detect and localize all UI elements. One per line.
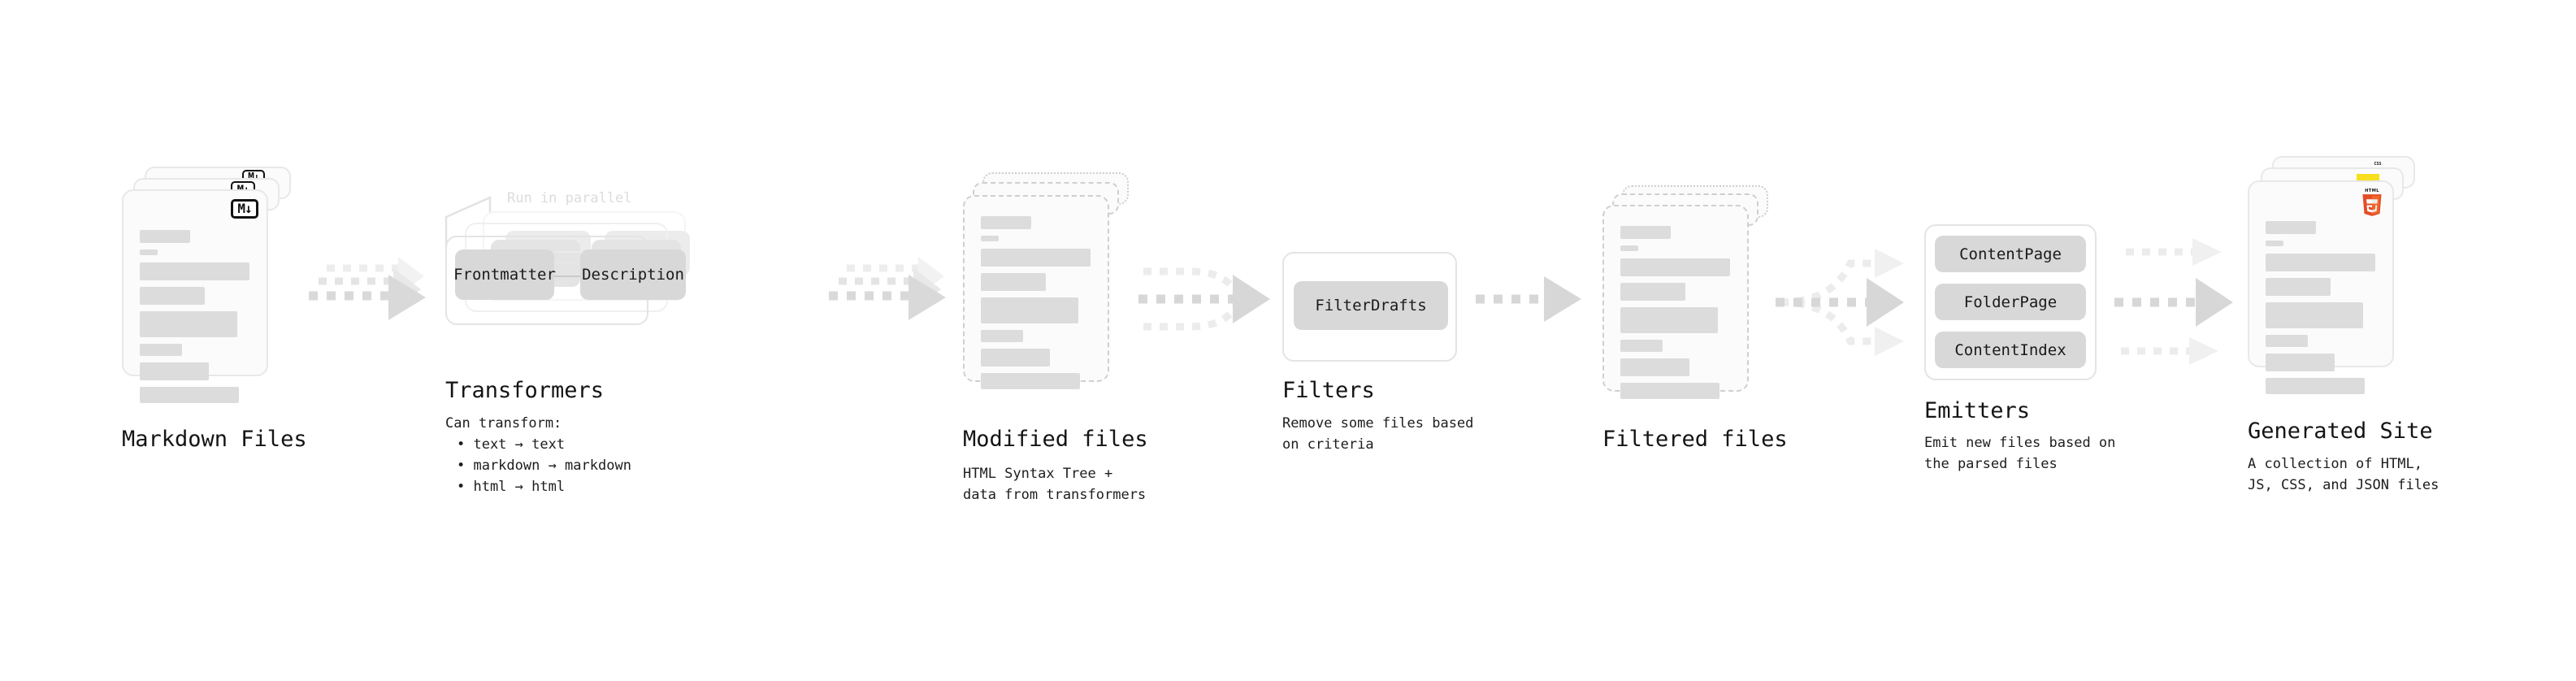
skeleton-bar [2266, 241, 2283, 246]
skeleton-bar [2266, 278, 2331, 296]
stage-title-transformers: Transformers [445, 378, 605, 403]
skeleton-bar [1620, 307, 1718, 333]
skeleton-bar [981, 330, 1023, 342]
svg-text:HTML: HTML [2365, 189, 2379, 193]
transformer-node-description[interactable]: Description [580, 249, 686, 300]
emitter-node-contentpage[interactable]: ContentPage [1935, 236, 2086, 272]
skeleton-bar [2266, 354, 2335, 371]
skeleton-bar [140, 230, 190, 243]
flow-filters-to-filtered [1476, 276, 1581, 322]
transformers-bullet-1: • markdown → markdown [457, 458, 631, 474]
skeleton-bar [2266, 221, 2316, 234]
stage-title-markdown-files: Markdown Files [122, 427, 307, 452]
skeleton-bar [140, 287, 205, 305]
modified-files-description: HTML Syntax Tree + data from transformer… [963, 466, 1147, 504]
skeleton-bar [1620, 245, 1638, 251]
filtered-card-front [1602, 205, 1749, 399]
skeleton-bar [1620, 340, 1663, 352]
html5-logo: HTML [2362, 189, 2382, 216]
emitter-node-folderpage[interactable]: FolderPage [1935, 284, 2086, 320]
skeleton-bar [981, 216, 1031, 229]
filters-description: Remove some files based on criteria [1282, 415, 1474, 453]
flow-modified-to-filters [1138, 267, 1270, 331]
stage-title-generated-site: Generated Site [2248, 419, 2433, 444]
stage-title-emitters: Emitters [1924, 398, 2031, 423]
run-in-parallel-bracket [445, 196, 492, 246]
markdown-badge: M↓ [231, 199, 258, 219]
transformers-bullet-2: • html → html [457, 479, 566, 495]
flow-md-to-transformers [309, 257, 426, 320]
skeleton-bar [2266, 335, 2308, 347]
skeleton-bar [2266, 302, 2363, 328]
skeleton-bar [140, 362, 209, 380]
transformers-description: Can transform: [445, 415, 562, 432]
run-in-parallel-label: Run in parallel [507, 190, 632, 206]
transformer-node-frontmatter[interactable]: Frontmatter [453, 249, 556, 300]
flow-transformers-to-modified [829, 257, 946, 320]
flow-emitters-to-site [2114, 238, 2233, 365]
skeleton-bar [2266, 254, 2375, 271]
emitters-description: Emit new files based on the parsed files [1924, 435, 2116, 473]
skeleton-bar [1620, 226, 1671, 239]
skeleton-bar [1620, 283, 1685, 301]
skeleton-bar [981, 249, 1091, 267]
skeleton-bar [981, 236, 999, 241]
transformers-bullet-0: • text → text [457, 436, 566, 453]
flow-filtered-to-emitters [1776, 249, 1904, 356]
emitters-panel [1924, 224, 2097, 380]
skeleton-bar [140, 249, 158, 255]
skeleton-bar [1620, 358, 1689, 376]
stage-title-modified-files: Modified files [963, 427, 1148, 452]
site-card-front: HTML [2248, 180, 2394, 394]
skeleton-bar [981, 349, 1050, 367]
filters-panel [1282, 252, 1457, 362]
skeleton-bar [1620, 383, 1720, 399]
skeleton-bar [140, 311, 237, 337]
markdown-card-front: M↓ [122, 189, 268, 403]
generated-site-description: A collection of HTML, JS, CSS, and JSON … [2248, 456, 2439, 494]
skeleton-bar [1620, 258, 1730, 276]
skeleton-bar [981, 297, 1078, 323]
stage-title-filtered-files: Filtered files [1602, 427, 1788, 452]
skeleton-bar [2266, 378, 2365, 394]
skeleton-bar [981, 373, 1080, 389]
stage-title-filters: Filters [1282, 378, 1375, 403]
skeleton-bar [140, 387, 239, 403]
skeleton-bar [140, 262, 249, 280]
css-logo-text: CSS [2374, 162, 2382, 167]
filter-node-filterdrafts[interactable]: FilterDrafts [1294, 281, 1448, 330]
skeleton-bar [140, 344, 182, 356]
emitter-node-contentindex[interactable]: ContentIndex [1935, 332, 2086, 368]
skeleton-bar [981, 273, 1046, 291]
modified-card-front [963, 195, 1109, 389]
